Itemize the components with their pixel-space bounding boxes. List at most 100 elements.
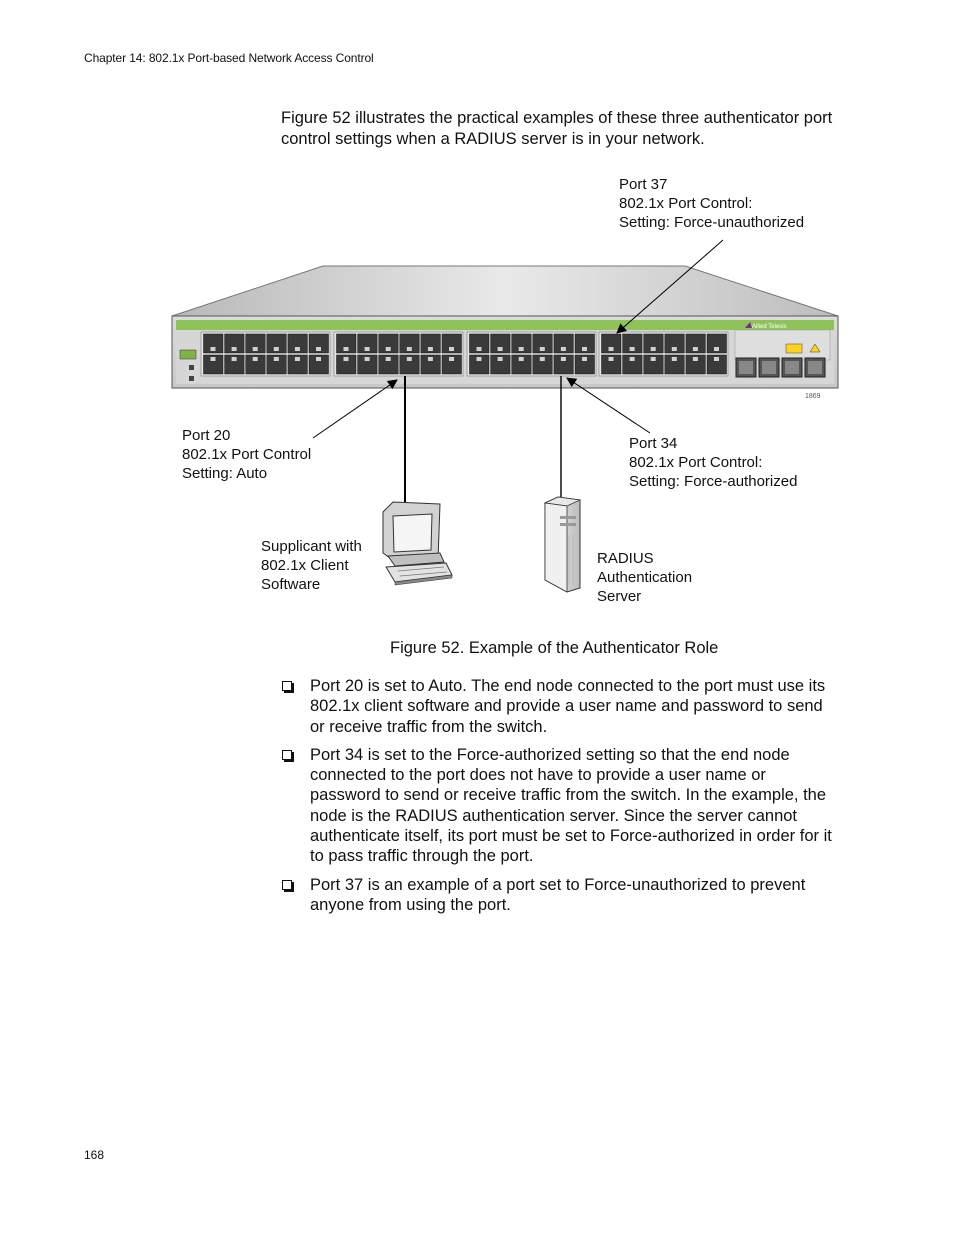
rj45-port [266, 333, 287, 354]
rj45-port [378, 354, 399, 375]
rj45-port-latch [343, 347, 349, 351]
rj45-port [490, 333, 511, 354]
rj45-port [399, 354, 420, 375]
rj45-port [685, 333, 706, 354]
rj45-port-latch [449, 347, 454, 351]
rj45-port [511, 333, 532, 354]
rj45-port-latch [252, 357, 258, 361]
switch-top-surface [171, 265, 839, 317]
rj45-port [224, 354, 245, 375]
rj45-port [553, 354, 574, 375]
brand-logo: Allied Telesis [752, 324, 787, 330]
rj45-port [574, 333, 595, 354]
rj45-port-latch [560, 347, 566, 351]
rj45-port-latch [273, 347, 279, 351]
rj45-port-latch [427, 347, 433, 351]
rj45-port-latch [294, 357, 300, 361]
rj45-port-latch [252, 347, 258, 351]
rj45-port-latch [343, 357, 349, 361]
rj45-port-latch [629, 347, 635, 351]
rj45-port [685, 354, 706, 375]
rj45-port [601, 354, 622, 375]
rj45-port [245, 333, 266, 354]
rj45-port [532, 354, 553, 375]
label-radius-server: RADIUS Authentication Server [597, 550, 693, 605]
rj45-port-latch [629, 357, 635, 361]
rj45-port [357, 333, 378, 354]
rj45-port-latch [582, 357, 587, 361]
pointer-port34 [566, 377, 651, 434]
label-port37: Port 37 802.1x Port Control: Setting: Fo… [619, 176, 805, 231]
rj45-port-latch [497, 347, 503, 351]
rj45-port-latch [539, 347, 545, 351]
rj45-port [224, 333, 245, 354]
rj45-port [441, 354, 462, 375]
rj45-port [245, 354, 266, 375]
checkbox-bullet-icon [282, 681, 292, 691]
rj45-port [574, 354, 595, 375]
rj45-port [622, 354, 643, 375]
pointer-port20 [312, 379, 398, 439]
page-number: 168 [84, 1148, 105, 1162]
rj45-port-latch [364, 347, 370, 351]
rj45-port [622, 333, 643, 354]
rj45-port-latch [692, 357, 698, 361]
status-led-block [179, 349, 197, 360]
rj45-port-latch [714, 357, 719, 361]
rj45-port-latch [316, 357, 321, 361]
rj45-port-latch [650, 347, 656, 351]
sfp-slots [735, 357, 826, 378]
rj45-port [706, 354, 727, 375]
rj45-port [490, 354, 511, 375]
figure-id-number: 1869 [805, 393, 821, 400]
intro-paragraph: Figure 52 illustrates the practical exam… [281, 109, 833, 148]
rj45-port-latch [671, 357, 677, 361]
checkbox-bullet-icon [282, 879, 292, 890]
rj45-port-latch [231, 347, 237, 351]
rj45-port-latch [294, 347, 300, 351]
rj45-port [643, 333, 664, 354]
bullet-item: Port 20 is set to Auto. The end node con… [281, 676, 841, 737]
authenticator-figure: Allied Telesis [171, 239, 839, 593]
rj45-port-latch [210, 357, 216, 361]
rj45-port [420, 354, 441, 375]
rj45-port [469, 333, 490, 354]
rj45-port [203, 333, 224, 354]
rj45-port-latch [231, 357, 237, 361]
rj45-port [441, 333, 462, 354]
rj45-port-latch [497, 357, 503, 361]
rj45-port-latch [671, 347, 677, 351]
rj45-port-latch [364, 357, 370, 361]
pointer-port37 [616, 239, 724, 334]
rj45-port-latch [582, 347, 587, 351]
rj45-port [203, 354, 224, 375]
rj45-port [511, 354, 532, 375]
rj45-port [308, 354, 329, 375]
rj45-port [378, 333, 399, 354]
switch-port-groups [200, 331, 729, 377]
rj45-port [336, 333, 357, 354]
figure-caption: Figure 52. Example of the Authenticator … [390, 639, 719, 657]
rj45-port-latch [210, 347, 216, 351]
rj45-port [601, 333, 622, 354]
rj45-port [287, 354, 308, 375]
rj45-port [266, 354, 287, 375]
rj45-port [664, 333, 685, 354]
rj45-port [287, 333, 308, 354]
label-supplicant: Supplicant with 802.1x Client Software [261, 538, 362, 593]
rj45-port [553, 333, 574, 354]
bullet-item: Port 34 is set to the Force-authorized s… [281, 745, 841, 867]
running-header: Chapter 14: 802.1x Port-based Network Ac… [84, 51, 374, 65]
rj45-port [357, 354, 378, 375]
rj45-port-latch [427, 357, 433, 361]
checkbox-bullet-icon [282, 749, 292, 760]
rj45-port [399, 333, 420, 354]
rj45-port-latch [650, 357, 656, 361]
rj45-port-latch [406, 347, 412, 351]
rj45-port-latch [476, 357, 482, 361]
bullet-item: Port 37 is an example of a port set to F… [281, 875, 841, 916]
label-port34: Port 34 802.1x Port Control: Setting: Fo… [629, 435, 798, 490]
rj45-port-latch [692, 347, 698, 351]
rj45-port-latch [476, 347, 482, 351]
rj45-port [664, 354, 685, 375]
